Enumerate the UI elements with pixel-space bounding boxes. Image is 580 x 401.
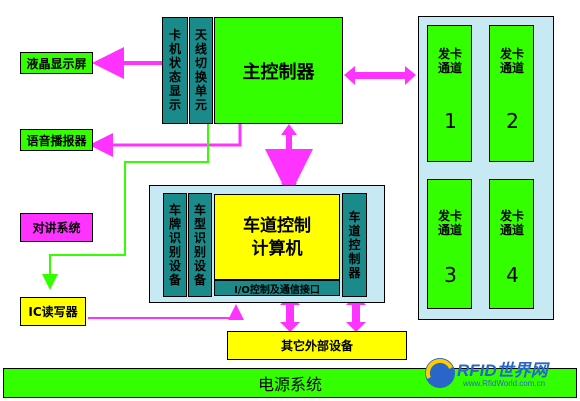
channel-3-title: 发卡通道	[437, 209, 462, 237]
io-bus-label: I/O控制及通信接口	[234, 284, 320, 296]
lcd-box: 液晶显示屏	[20, 52, 93, 74]
channel-4-number: 4	[506, 263, 519, 287]
rfid-logo-icon	[425, 358, 455, 388]
channel-4-title: 发卡通道	[499, 209, 524, 237]
voice-wire	[89, 124, 242, 157]
main-controller-label: 主控制器	[242, 61, 315, 83]
card-status-label: 卡机状态显示	[168, 28, 181, 112]
ic-reader-label: IC读写器	[28, 305, 78, 319]
channel-2-title: 发卡通道	[499, 47, 524, 75]
other-devices-box: 其它外部设备	[227, 331, 407, 360]
voice-label: 语音播报器	[26, 133, 87, 148]
lane-computer-line2: 计算机	[251, 238, 303, 259]
channel-4: 发卡通道 4	[489, 179, 534, 309]
channel-2-number: 2	[506, 109, 519, 133]
rfid-brand-text: RFID世界网	[457, 361, 548, 380]
vehicle-type-label: 车型识别设备	[193, 203, 206, 287]
power-system-label: 电源系统	[257, 375, 322, 394]
lane-controller-label: 车道控制器	[348, 210, 361, 280]
channel-3: 发卡通道 3	[427, 179, 472, 309]
intercom-box: 对讲系统	[20, 213, 93, 242]
rfid-url-text: www.RfidWorld.com.cn	[463, 379, 546, 388]
antenna-label: 天线切换单元	[194, 28, 207, 112]
main-controller-box: 主控制器	[214, 17, 343, 124]
other-devices-label: 其它外部设备	[280, 339, 353, 353]
channel-1-title: 发卡通道	[437, 47, 462, 75]
antenna-column	[189, 17, 213, 124]
channel-2: 发卡通道 2	[489, 25, 534, 162]
channel-1: 发卡通道 1	[427, 25, 472, 162]
plate-recognition-label: 车牌识别设备	[168, 203, 181, 287]
io-bus-box: I/O控制及通信接口	[214, 280, 340, 296]
power-system-bar: 电源系统	[3, 368, 577, 398]
lane-controller-column	[342, 193, 367, 297]
ic-io-wire	[88, 304, 244, 320]
rfid-world-logo: RFID世界网 www.RfidWorld.com.cn	[423, 352, 573, 396]
ic-reader-box: IC读写器	[20, 297, 86, 326]
lane-computer-box	[214, 194, 340, 280]
vehicle-type-column	[188, 193, 212, 297]
channel-1-number: 1	[444, 109, 457, 133]
card-status-column	[162, 17, 188, 124]
plate-recognition-column	[163, 193, 187, 297]
intercom-label: 对讲系统	[32, 221, 81, 235]
lcd-label: 液晶显示屏	[26, 56, 87, 71]
channel-3-number: 3	[444, 263, 457, 287]
lane-computer-line1: 车道控制	[243, 215, 311, 236]
voice-box: 语音播报器	[20, 129, 93, 151]
ic-wire	[42, 124, 209, 290]
